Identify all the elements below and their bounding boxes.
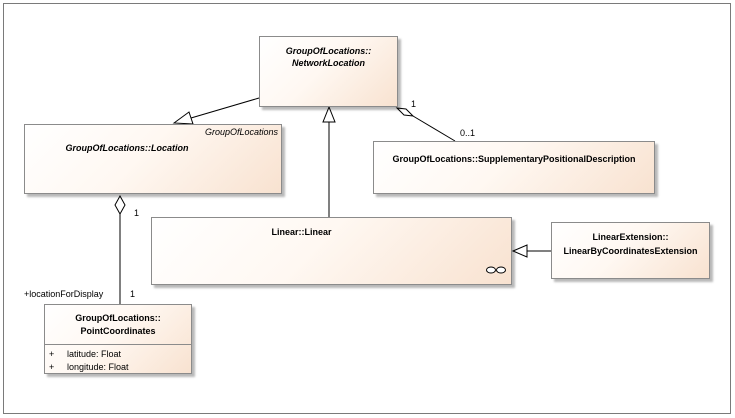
- class-point-coordinates-name-line1: GroupOfLocations::: [75, 313, 161, 323]
- class-linear-by-coordinates-extension[interactable]: LinearExtension:: LinearByCoordinatesExt…: [551, 222, 710, 279]
- class-point-coordinates[interactable]: GroupOfLocations:: PointCoordinates + lat…: [44, 304, 192, 374]
- class-point-coordinates-name-line2: PointCoordinates: [80, 326, 156, 336]
- association-networklocation-supplementary: [412, 115, 456, 142]
- aggregation-diamond-location: [114, 194, 126, 216]
- class-linear[interactable]: Linear::Linear: [151, 217, 512, 285]
- generalization-arrowhead-linearextension: [511, 244, 528, 258]
- composite-structure-icon: [486, 266, 506, 274]
- attribute-latitude: + latitude: Float: [49, 348, 121, 360]
- class-supplementary-positional-description[interactable]: GroupOfLocations::SupplementaryPositiona…: [373, 141, 655, 194]
- generalization-arrowhead-location: [172, 111, 194, 125]
- class-supplementary-name: GroupOfLocations::SupplementaryPositiona…: [392, 154, 636, 164]
- attribute-text: latitude: Float: [67, 349, 122, 359]
- attribute-compartment-divider: [45, 344, 191, 345]
- class-location-name: GroupOfLocations::Location: [65, 143, 189, 153]
- attribute-visibility: +: [49, 349, 55, 359]
- attribute-longitude: + longitude: Float: [49, 361, 129, 373]
- class-linear-extension-name-line2: LinearByCoordinatesExtension: [563, 246, 698, 256]
- class-linear-extension-name-line1: LinearExtension::: [592, 232, 669, 242]
- multiplicity-supplementary-end: 0..1: [460, 128, 476, 138]
- class-linear-name: Linear::Linear: [271, 227, 332, 237]
- multiplicity-pointcoordinates-end: 1: [130, 289, 136, 299]
- class-network-location-name-line1: GroupOfLocations::: [285, 46, 372, 56]
- multiplicity-location-end: 1: [134, 208, 140, 218]
- class-network-location-name-line2: NetworkLocation: [291, 58, 365, 68]
- generalization-location-to-networklocation: [190, 97, 260, 119]
- class-network-location[interactable]: GroupOfLocations:: NetworkLocation: [259, 36, 398, 107]
- multiplicity-networklocation-end: 1: [411, 99, 417, 109]
- generalization-arrowhead-linear: [322, 105, 336, 123]
- role-location-for-display: +locationForDisplay: [24, 289, 104, 299]
- attribute-visibility: +: [49, 362, 55, 372]
- class-location[interactable]: GroupOfLocations GroupOfLocations::Locat…: [24, 124, 282, 194]
- attribute-text: longitude: Float: [67, 362, 129, 372]
- class-location-stereotype: GroupOfLocations: [204, 127, 278, 137]
